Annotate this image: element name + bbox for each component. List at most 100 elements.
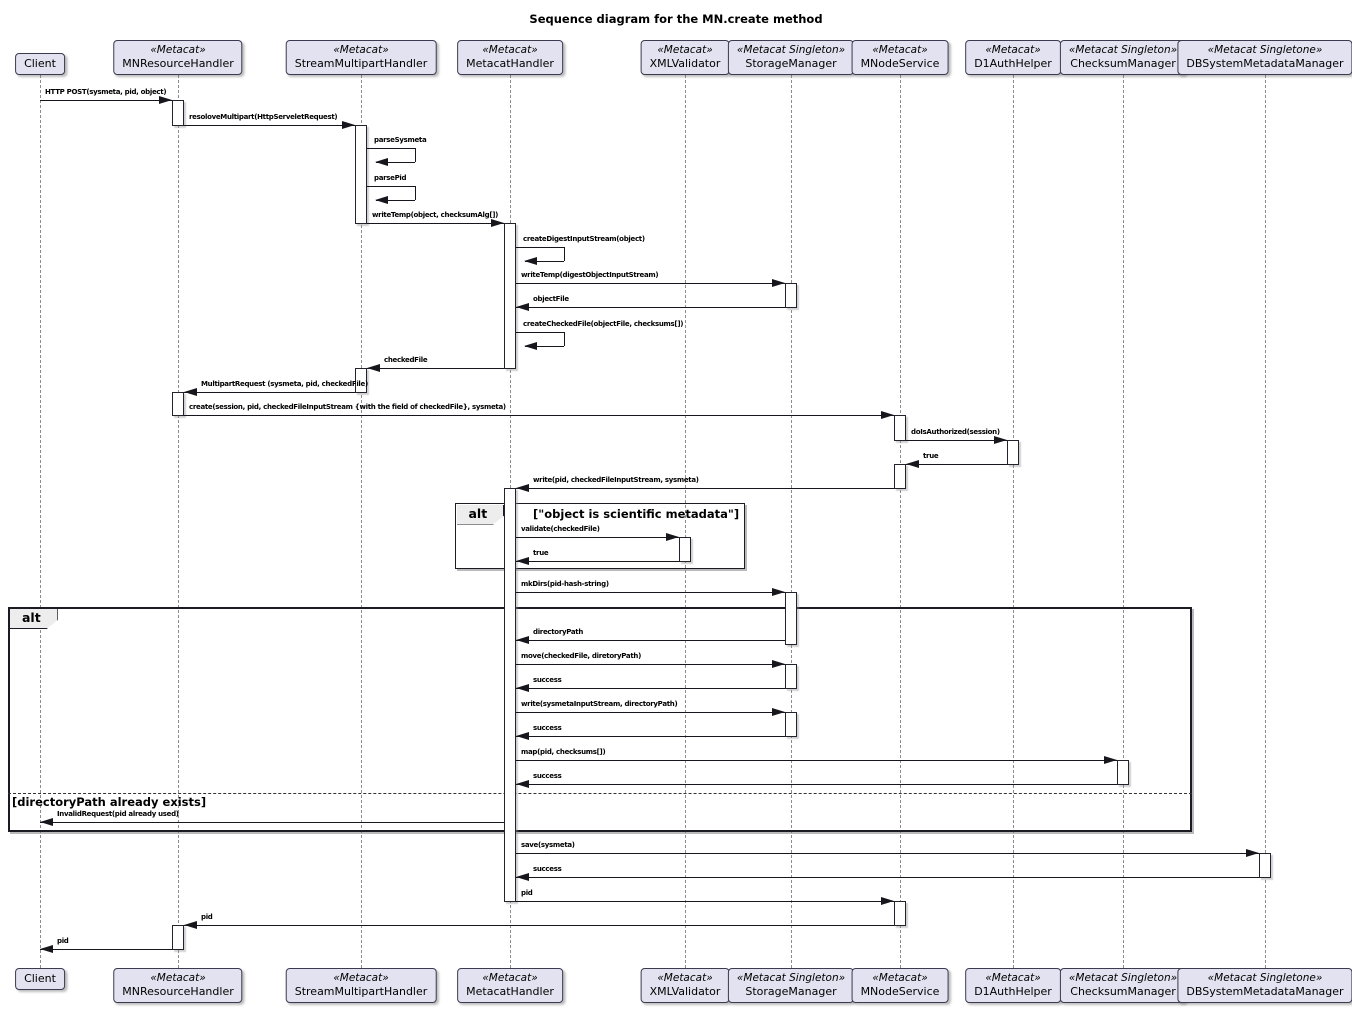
message-line <box>906 464 1007 466</box>
participant-box-client: Client <box>15 968 65 990</box>
message-line <box>516 901 894 903</box>
message-line <box>516 592 785 594</box>
message-line <box>516 853 1259 855</box>
message-label: InvalidRequest(pid already used) <box>57 810 179 818</box>
message-arrowhead <box>40 945 53 954</box>
lifeline-xmlv <box>685 75 686 968</box>
participant-box-sm: «Metacat Singleton»StorageManager <box>727 968 855 1003</box>
message-arrowhead <box>375 158 388 167</box>
message-label: write(pid, checkedFileInputStream, sysme… <box>533 476 699 484</box>
participant-stereotype: «Metacat» <box>150 972 206 984</box>
participant-name: MNResourceHandler <box>122 57 234 71</box>
message-line <box>906 440 1007 442</box>
message-label: success <box>533 772 562 780</box>
message-label: create(session, pid, checkedFileInputStr… <box>189 403 506 411</box>
message-arrowhead <box>666 533 679 542</box>
message-label: pid <box>521 889 533 897</box>
participant-box-cm: «Metacat Singleton»ChecksumManager <box>1059 968 1187 1003</box>
message-line <box>516 736 785 738</box>
message-label: success <box>533 865 562 873</box>
alt-frame <box>455 503 745 569</box>
participant-name: ChecksumManager <box>1070 57 1176 71</box>
lifeline-smh <box>361 75 362 968</box>
participant-box-mnrh: «Metacat»MNResourceHandler <box>113 968 243 1003</box>
activation-bar <box>1007 440 1019 465</box>
participant-box-mns: «Metacat»MNodeService <box>851 968 949 1003</box>
message-line <box>516 760 1117 762</box>
message-line <box>367 223 504 225</box>
message-label: resoloveMultipart(HttpServeletRequest) <box>189 113 338 121</box>
message-arrowhead <box>994 436 1007 445</box>
participant-name: StreamMultipartHandler <box>294 985 428 999</box>
message-arrowhead <box>516 303 529 312</box>
lifeline-client <box>40 75 41 968</box>
participant-stereotype: «Metacat Singleton» <box>1068 972 1178 984</box>
message-arrowhead <box>516 873 529 882</box>
participant-box-d1ah: «Metacat»D1AuthHelper <box>965 968 1061 1003</box>
participant-box-client: Client <box>15 53 65 75</box>
message-arrowhead <box>906 460 919 469</box>
participant-box-mns: «Metacat»MNodeService <box>851 40 949 75</box>
participant-name: MetacatHandler <box>466 985 554 999</box>
message-line <box>516 664 785 666</box>
message-label: success <box>533 724 562 732</box>
participant-name: Client <box>24 57 56 71</box>
message-line <box>516 247 564 249</box>
activation-bar <box>1117 760 1129 785</box>
message-line <box>367 148 415 150</box>
participant-stereotype: «Metacat Singleton» <box>736 44 846 57</box>
message-label: writeTemp(digestObjectInputStream) <box>521 271 659 279</box>
lifeline-mns <box>900 75 901 968</box>
message-label: HTTP POST(sysmeta, pid, object) <box>45 88 167 96</box>
participant-name: StorageManager <box>745 985 837 999</box>
message-line <box>516 561 679 563</box>
lifeline-dbsmm <box>1265 75 1266 968</box>
participant-name: XMLValidator <box>649 57 721 71</box>
message-line <box>516 688 785 690</box>
activation-bar <box>894 901 906 926</box>
activation-bar <box>504 488 516 902</box>
activation-bar <box>504 223 516 369</box>
message-line <box>525 346 564 348</box>
message-arrowhead <box>881 897 894 906</box>
message-line <box>184 125 355 127</box>
participant-stereotype: «Metacat Singleton» <box>1068 44 1178 57</box>
participant-stereotype: «Metacat» <box>872 972 928 984</box>
message-line <box>516 488 894 490</box>
participant-name: MetacatHandler <box>466 57 554 71</box>
alt-frame-tag: alt <box>10 609 58 629</box>
activation-bar <box>355 125 367 224</box>
participant-box-xmlv: «Metacat»XMLValidator <box>640 40 730 75</box>
message-line <box>516 712 785 714</box>
message-line <box>40 949 172 951</box>
message-label: true <box>533 549 549 557</box>
message-label: parsePid <box>374 174 407 182</box>
participant-stereotype: «Metacat» <box>482 44 538 57</box>
participant-name: D1AuthHelper <box>974 985 1052 999</box>
activation-bar <box>785 283 797 308</box>
message-label: pid <box>57 937 69 945</box>
message-arrowhead <box>772 708 785 717</box>
message-arrowhead <box>516 684 529 693</box>
lifeline-mnrh <box>178 75 179 968</box>
message-arrowhead <box>516 557 529 566</box>
message-label: pid <box>201 913 213 921</box>
participant-name: DBSystemMetadataManager <box>1186 57 1344 71</box>
message-line <box>516 283 785 285</box>
participant-box-d1ah: «Metacat»D1AuthHelper <box>965 40 1061 75</box>
message-line <box>40 100 172 102</box>
message-arrowhead <box>516 780 529 789</box>
activation-bar <box>679 537 691 562</box>
message-arrowhead <box>1246 849 1259 858</box>
alt-divider-label: [directoryPath already exists] <box>12 795 207 809</box>
message-line <box>516 784 1117 786</box>
participant-box-mh: «Metacat»MetacatHandler <box>457 40 563 75</box>
activation-bar <box>172 925 184 950</box>
activation-bar <box>785 592 797 645</box>
participant-name: D1AuthHelper <box>974 57 1052 71</box>
message-arrowhead <box>1104 756 1117 765</box>
participant-stereotype: «Metacat» <box>872 44 928 57</box>
message-line <box>516 877 1259 879</box>
message-label: save(sysmeta) <box>521 841 575 849</box>
alt-frame <box>8 607 1192 832</box>
